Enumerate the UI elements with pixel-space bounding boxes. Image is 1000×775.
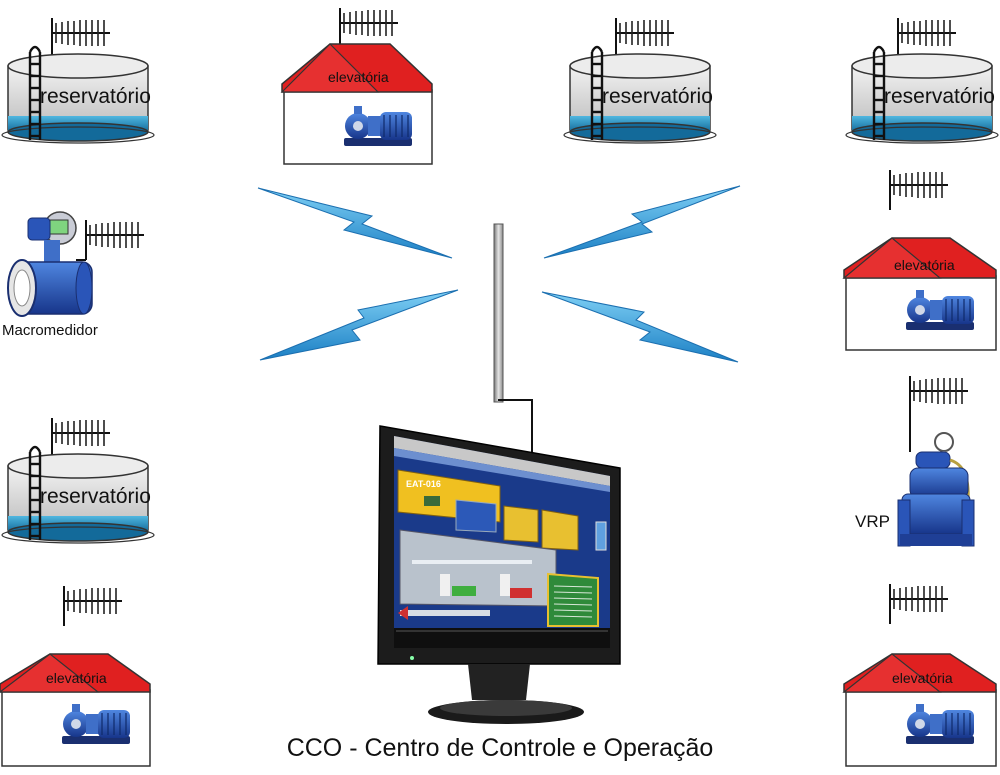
control-center-monitor: EAT-016 <box>377 425 621 724</box>
ladder-icon <box>28 45 42 140</box>
lightning-icon <box>257 187 453 259</box>
control-center-caption: CCO - Centro de Controle e Operação <box>286 734 714 762</box>
pump-station-label: elevatória <box>328 69 389 85</box>
ladder-icon <box>872 45 886 140</box>
lightning-icon <box>543 185 741 259</box>
reservoir-top-left: reservatório <box>1 17 155 144</box>
pump-station-mid-right: elevatória <box>842 169 997 351</box>
gauge-icon <box>934 432 954 452</box>
pump-station-label: elevatória <box>892 670 953 686</box>
pump-station-label: elevatória <box>46 670 107 686</box>
flow-meter <box>7 211 145 317</box>
flow-meter-label: Macromedidor <box>2 322 98 339</box>
reservoir-label: reservatório <box>602 85 713 108</box>
reservoir-mid-left: reservatório <box>1 417 155 544</box>
lightning-icon <box>259 289 459 361</box>
reservoir-label: reservatório <box>884 85 995 108</box>
lightning-icon <box>541 291 739 363</box>
reservoir-label: reservatório <box>40 485 151 508</box>
pump-station-bottom-right: elevatória <box>842 583 997 767</box>
pump-station-top-center: elevatória <box>280 7 433 165</box>
reservoir-top-right: reservatório <box>845 17 999 144</box>
reservoir-label: reservatório <box>40 85 151 108</box>
radio-mast <box>493 223 533 478</box>
ladder-icon <box>590 45 604 140</box>
pump-station-bottom-left: elevatória <box>0 585 151 767</box>
valve-label: VRP <box>855 512 890 531</box>
reservoir-top-center: reservatório <box>563 17 717 144</box>
wireless-links <box>257 185 741 363</box>
screen-station-title: EAT-016 <box>406 479 441 489</box>
ladder-icon <box>28 445 42 540</box>
pressure-reducing-valve <box>897 375 975 547</box>
pump-station-label: elevatória <box>894 257 955 273</box>
